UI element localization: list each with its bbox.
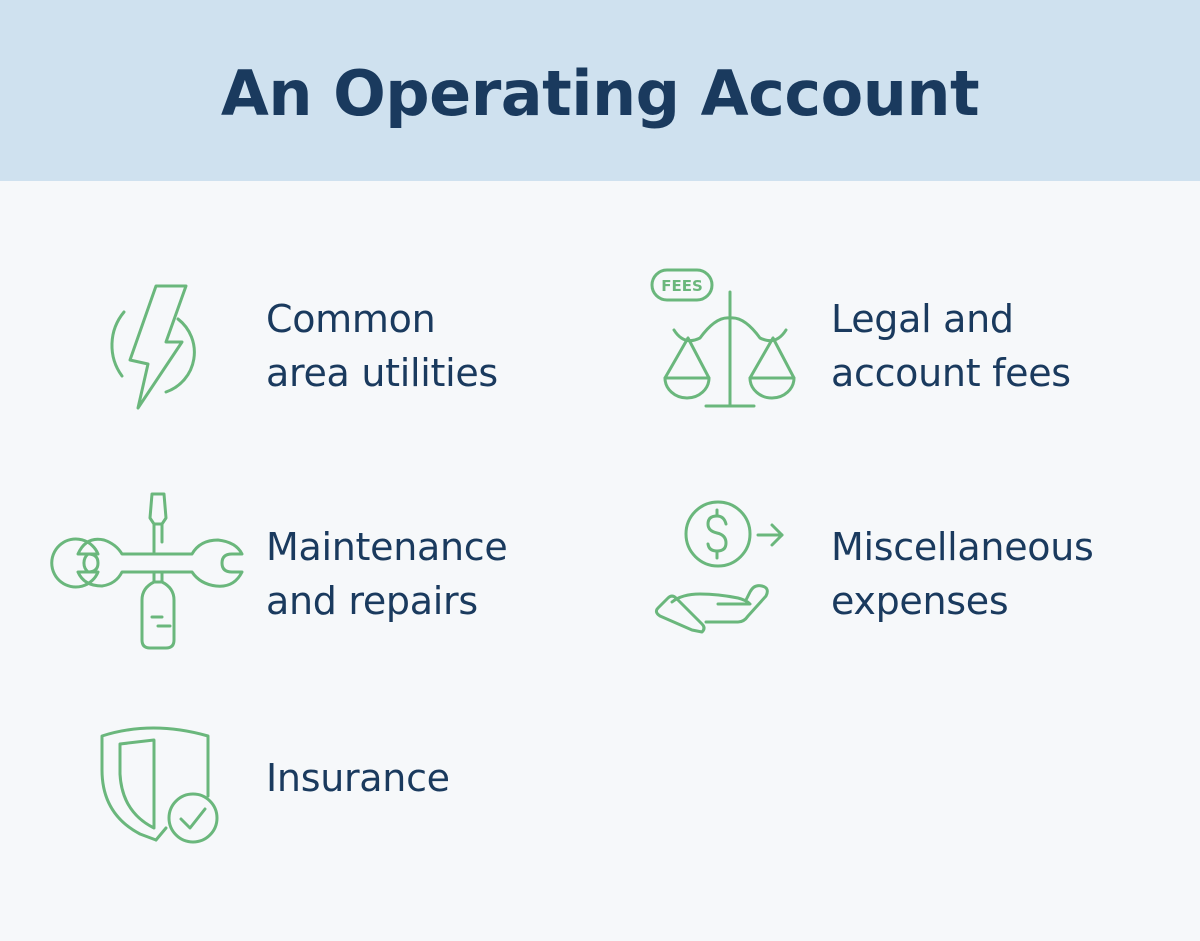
fees-badge-text: FEES: [661, 277, 703, 295]
label-line-2: expenses: [831, 579, 1009, 623]
scales-fees-icon: FEES: [650, 268, 798, 410]
label-line-1: Legal and: [831, 297, 1014, 341]
label-line-2: account fees: [831, 351, 1071, 395]
label-line-1: Maintenance: [266, 525, 508, 569]
label-line-2: and repairs: [266, 579, 478, 623]
hand-dollar-icon: [654, 498, 786, 634]
lightning-bolt-icon: [106, 284, 214, 412]
label-line-1: Common: [266, 297, 436, 341]
header-banner: An Operating Account: [0, 0, 1200, 181]
wrench-screwdriver-icon: [50, 490, 244, 650]
item-label: Insurance: [266, 751, 450, 805]
item-label: Maintenance and repairs: [266, 520, 508, 628]
label-line-2: area utilities: [266, 351, 498, 395]
label-line-1: Insurance: [266, 756, 450, 800]
item-label: Miscellaneous expenses: [831, 520, 1094, 628]
item-label: Common area utilities: [266, 292, 498, 400]
shield-check-icon: [100, 724, 222, 846]
label-line-1: Miscellaneous: [831, 525, 1094, 569]
item-label: Legal and account fees: [831, 292, 1071, 400]
page-title: An Operating Account: [220, 57, 980, 130]
